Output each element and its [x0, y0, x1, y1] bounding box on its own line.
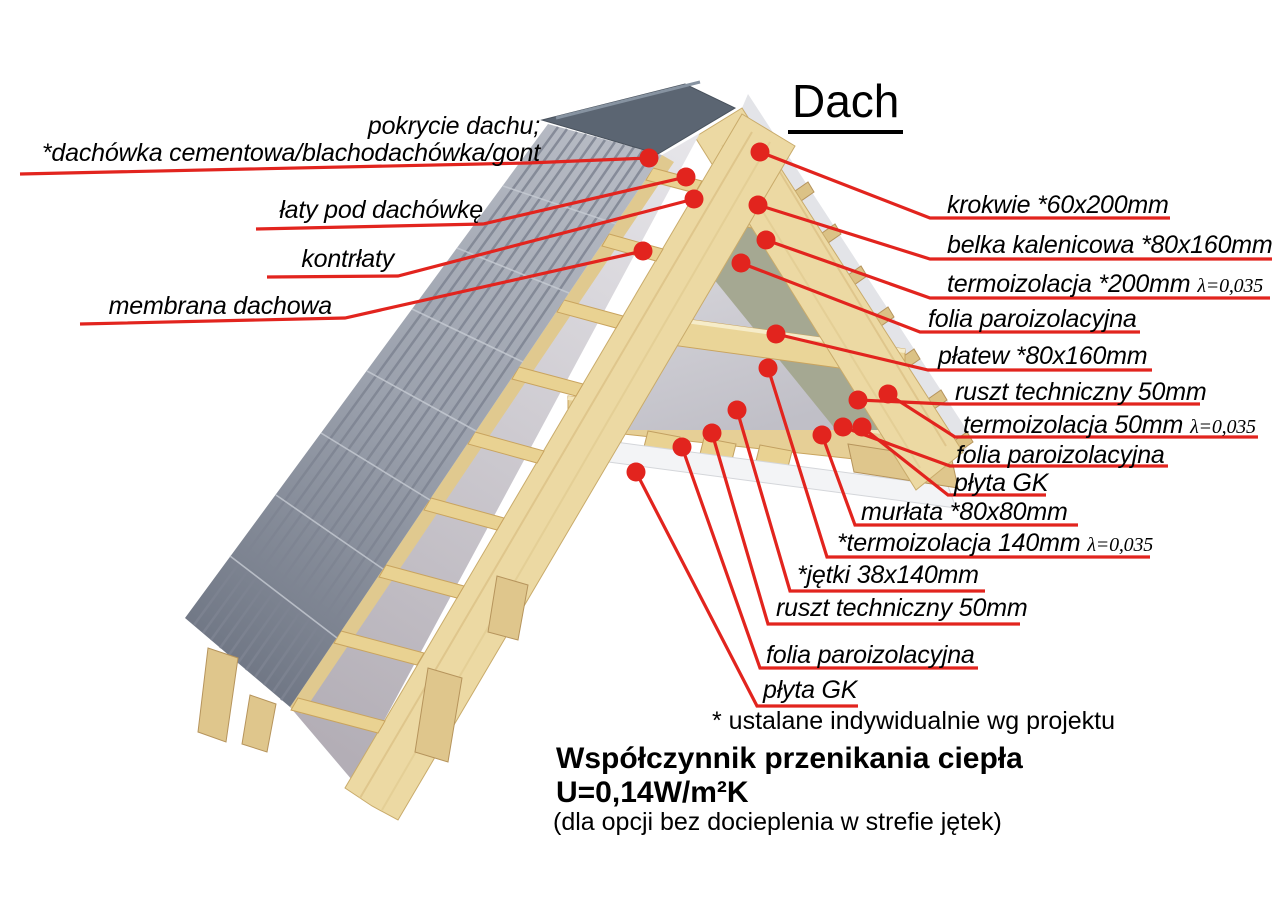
roof-membrane — [290, 133, 700, 780]
leader-laty — [255, 175, 687, 231]
leader-plyta-gk-srodkowa — [861, 425, 1046, 497]
label-termoizolacja-200: termoizolacja *200mm λ=0,035 — [947, 271, 1263, 298]
leader-dot — [878, 384, 898, 404]
label-laty-pod-dachowke: łaty pod dachówkę — [279, 196, 483, 224]
label-pokrycie-dachu-line2: *dachówka cementowa/blachodachówka/gont — [41, 139, 540, 167]
leader-dot — [812, 425, 832, 445]
label-belka-kalenicowa: belka kalenicowa *80x160mm — [947, 231, 1273, 259]
heat-coefficient-heading: Współczynnik przenikania ciepła — [556, 742, 1023, 775]
ridge-cap-highlight — [555, 80, 701, 120]
label-platew: płatew *80x160mm — [938, 342, 1148, 370]
label-jetki: *jętki 38x140mm — [797, 561, 979, 589]
label-murlata: murłata *80x80mm — [861, 498, 1068, 526]
leader-jetki — [735, 409, 985, 593]
label-termoizolacja-140: *termoizolacja 140mm λ=0,035 — [837, 530, 1153, 557]
heat-coefficient-value: U=0,14W/m²K — [556, 776, 749, 809]
lambda-value: λ=0,035 — [1197, 275, 1264, 297]
leader-folia-dolna — [680, 446, 978, 670]
label-plyta-gk-dolna: płyta GK — [763, 676, 858, 704]
label-membrana-dachowa: membrana dachowa — [108, 292, 333, 320]
leader-plyta-gk-dolna — [634, 471, 858, 708]
label-termoizolacja-140-text: *termoizolacja 140mm — [837, 529, 1081, 557]
leader-pokrycie — [19, 156, 650, 176]
leader-dot — [672, 437, 692, 457]
leader-dot — [833, 417, 853, 437]
lambda-value: λ=0,035 — [1087, 534, 1154, 556]
label-termoizolacja-50: termoizolacja 50mm λ=0,035 — [963, 412, 1256, 439]
lambda-value: λ=0,035 — [1190, 416, 1256, 438]
label-kontrlaty: kontrłaty — [301, 245, 394, 273]
leader-dot — [633, 241, 653, 261]
label-folia-paroizolacyjna-dolna: folia paroizolacyjna — [766, 641, 975, 669]
right-rafter-grain — [751, 125, 947, 447]
leader-dot — [676, 167, 696, 187]
leader-krokwie — [759, 150, 1170, 220]
left-rafter-board — [344, 113, 796, 821]
leader-dot — [702, 423, 722, 443]
label-folia-paroizolacyjna-gorna: folia paroizolacyjna — [928, 305, 1137, 333]
label-termoizolacja-50-text: termoizolacja 50mm — [963, 411, 1184, 439]
leader-dot — [626, 462, 646, 482]
label-termoizolacja-200-text: termoizolacja *200mm — [947, 270, 1191, 298]
diagram-title: Dach — [788, 74, 904, 134]
leader-dot — [727, 400, 747, 420]
roof-battens — [290, 167, 703, 734]
leader-dot — [758, 358, 778, 378]
leader-kontrlaty — [266, 197, 695, 279]
leader-dot — [684, 189, 704, 209]
leader-dot — [639, 148, 659, 168]
label-pokrycie-dachu-line1: pokrycie dachu; — [367, 112, 540, 140]
leader-dot — [848, 390, 868, 410]
leader-murlata — [820, 434, 1078, 527]
rafter-tail-stubs — [197, 575, 529, 763]
leader-termoizolacja-140 — [766, 367, 1150, 559]
leader-dots — [626, 142, 898, 482]
leader-dot — [750, 142, 770, 162]
label-pokrycie-dachu: pokrycie dachu; *dachówka cementowa/blac… — [42, 113, 540, 167]
label-ruszt-techniczny-gorny: ruszt techniczny 50mm — [955, 378, 1207, 406]
ridge-cap — [540, 83, 737, 155]
leader-termoizolacja-200 — [765, 238, 1270, 300]
leader-dot — [766, 324, 786, 344]
label-ruszt-techniczny-dolny: ruszt techniczny 50mm — [776, 594, 1028, 622]
leader-dot — [748, 195, 768, 215]
label-krokwie: krokwie *60x200mm — [947, 191, 1169, 219]
leader-termoizolacja-50 — [887, 392, 1258, 439]
leader-dot — [756, 230, 776, 250]
label-folia-paroizolacyjna-srodkowa: folia paroizolacyjna — [956, 441, 1165, 469]
leader-belka — [757, 203, 1272, 261]
footnote-asterisk: * ustalane indywidualnie wg projektu — [712, 707, 1116, 735]
label-plyta-gk-srodkowa: płyta GK — [954, 469, 1049, 497]
leader-dot — [731, 253, 751, 273]
leader-folia-gorna — [740, 261, 1140, 334]
leader-dot — [852, 417, 872, 437]
leader-platew — [775, 332, 1152, 372]
leader-lines — [19, 150, 1272, 708]
heat-coefficient-condition: (dla opcji bez docieplenia w strefie jęt… — [553, 808, 1002, 836]
leader-ruszt-dolny — [710, 432, 1020, 626]
leader-membrana — [79, 249, 644, 326]
